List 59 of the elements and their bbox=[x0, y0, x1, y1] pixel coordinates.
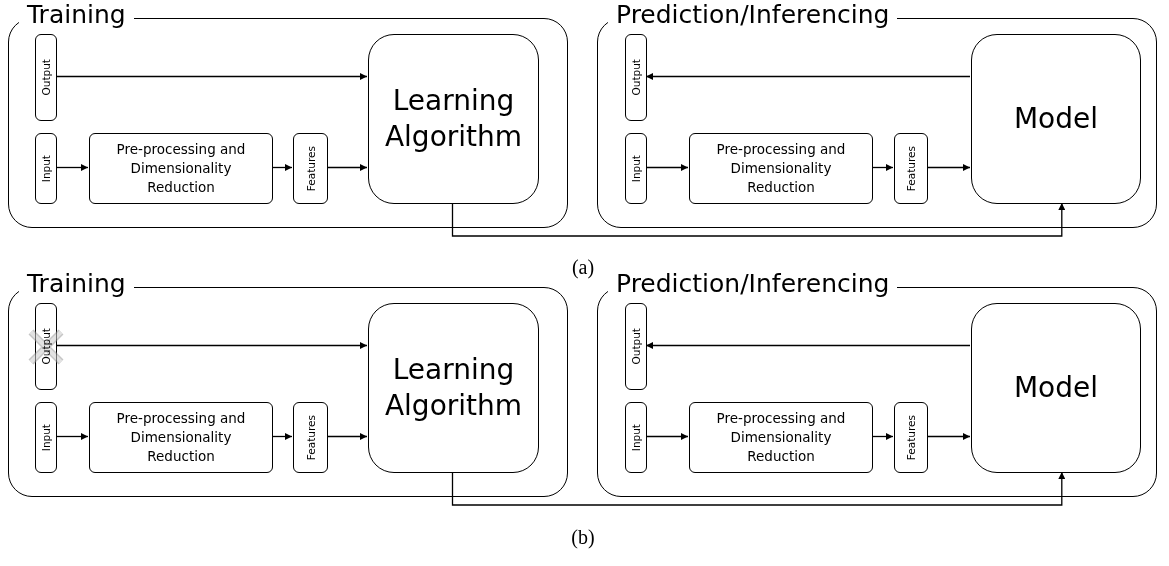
process-box bbox=[368, 34, 539, 204]
arrow bbox=[871, 164, 894, 171]
arrow bbox=[871, 433, 894, 440]
arrow bbox=[645, 164, 689, 171]
box-label: Model bbox=[1013, 101, 1099, 137]
arrow bbox=[645, 433, 689, 440]
process-box bbox=[689, 133, 873, 204]
box-label: Features bbox=[905, 414, 917, 461]
box-label: Features bbox=[905, 145, 917, 192]
process-box bbox=[35, 402, 57, 473]
arrow bbox=[55, 73, 368, 80]
process-box bbox=[971, 34, 1141, 204]
box-label: Output bbox=[630, 328, 642, 365]
arrow bbox=[926, 164, 971, 171]
arrow bbox=[451, 471, 1066, 506]
process-box bbox=[625, 133, 647, 204]
arrow bbox=[55, 342, 368, 349]
arrow bbox=[271, 164, 293, 171]
arrow bbox=[271, 433, 293, 440]
process-box bbox=[689, 402, 873, 473]
process-box bbox=[293, 402, 328, 473]
box-label: Output bbox=[40, 59, 52, 96]
process-box bbox=[625, 402, 647, 473]
box-label: Pre-processing and Dimensionality Reduction bbox=[715, 140, 847, 197]
process-box bbox=[89, 133, 273, 204]
arrow bbox=[326, 164, 368, 171]
box-label: Output bbox=[40, 328, 52, 365]
process-box bbox=[625, 303, 647, 390]
panel-label: (a) bbox=[571, 256, 595, 279]
arrow bbox=[645, 73, 971, 80]
arrow bbox=[55, 433, 89, 440]
process-box bbox=[625, 34, 647, 121]
box-label: Pre-processing and Dimensionality Reduction bbox=[115, 140, 247, 197]
arrow bbox=[55, 164, 89, 171]
process-box bbox=[293, 133, 328, 204]
process-box bbox=[89, 402, 273, 473]
box-label: Input bbox=[40, 423, 52, 452]
process-box bbox=[894, 133, 928, 204]
arrow bbox=[326, 433, 368, 440]
box-label: Learning Algorithm bbox=[383, 83, 524, 155]
box-label: Pre-processing and Dimensionality Reduction bbox=[715, 409, 847, 466]
box-label: Input bbox=[630, 154, 642, 183]
panel-label: (b) bbox=[571, 526, 595, 549]
box-label: Pre-processing and Dimensionality Reduction bbox=[115, 409, 247, 466]
arrow bbox=[645, 342, 971, 349]
process-box bbox=[35, 133, 57, 204]
process-box bbox=[368, 303, 539, 473]
arrow bbox=[926, 433, 971, 440]
box-label: Input bbox=[630, 423, 642, 452]
process-box bbox=[35, 34, 57, 121]
box-label: Output bbox=[630, 59, 642, 96]
box-label: Input bbox=[40, 154, 52, 183]
process-box bbox=[894, 402, 928, 473]
arrow bbox=[451, 202, 1066, 237]
box-label: Features bbox=[304, 414, 317, 461]
process-box bbox=[971, 303, 1141, 473]
box-label: Features bbox=[304, 145, 317, 192]
box-label: Learning Algorithm bbox=[383, 352, 524, 424]
box-label: Model bbox=[1013, 370, 1099, 406]
